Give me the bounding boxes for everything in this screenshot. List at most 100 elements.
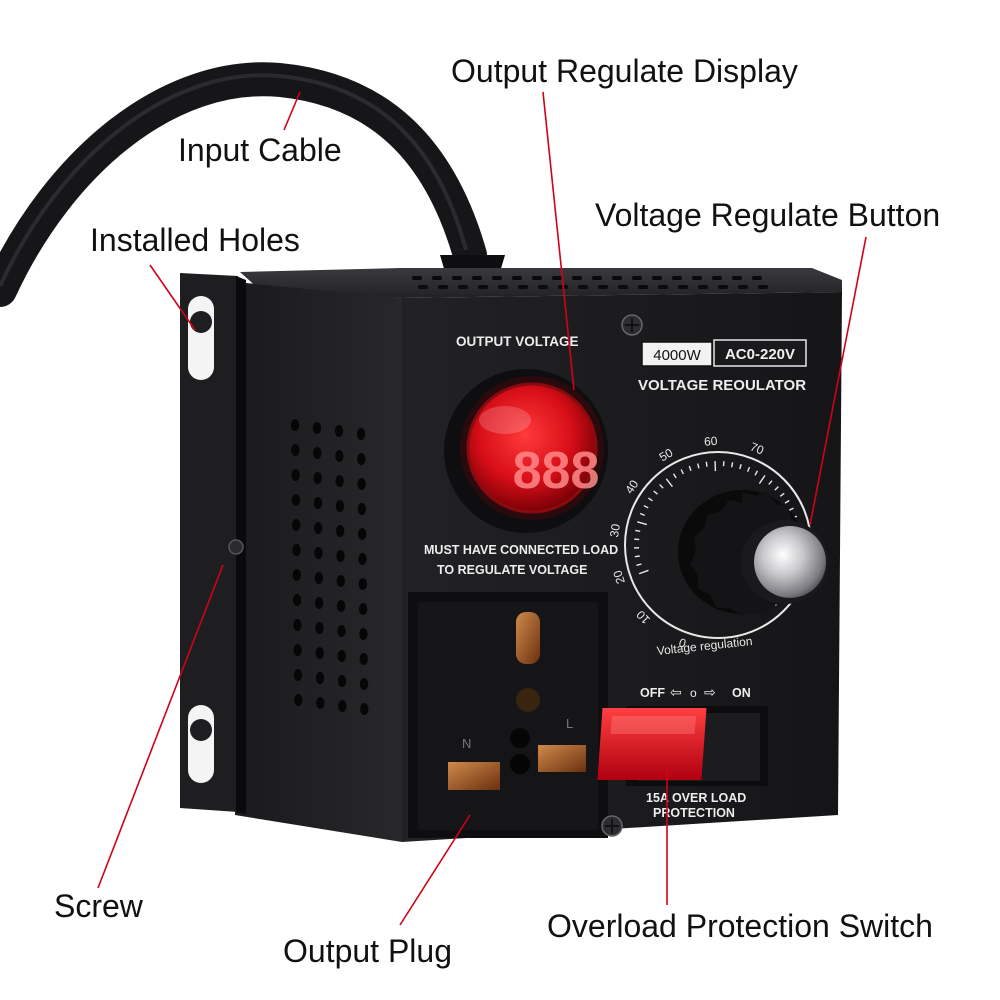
top-vent-slot <box>598 285 608 289</box>
rating-badge: 4000W AC0-220V <box>641 339 807 367</box>
top-vent-slot <box>672 276 682 280</box>
dial-tick <box>758 474 766 485</box>
knob-chrome-cap <box>754 526 826 598</box>
dial-number: 20 <box>610 568 628 585</box>
callout-output-regulate-display: Output Regulate Display <box>451 53 798 89</box>
vent-hole <box>359 628 368 640</box>
callout-output-plug: Output Plug <box>283 933 452 969</box>
protection-line-2: PROTECTION <box>653 806 735 820</box>
output-voltage-label: OUTPUT VOLTAGE <box>456 334 579 349</box>
live-pin-slot <box>538 745 586 772</box>
vent-hole <box>291 444 300 456</box>
top-vent-slot <box>692 276 702 280</box>
dial-tick <box>779 492 785 497</box>
center-dot-icon: o <box>690 686 697 700</box>
dial-tick <box>635 529 641 532</box>
dial-tick <box>665 478 673 488</box>
top-vent-slot <box>632 276 642 280</box>
vent-hole <box>358 528 367 540</box>
top-vent-slot <box>738 285 748 289</box>
dial-tick <box>739 464 742 470</box>
callout-installed-holes: Installed Holes <box>90 222 300 258</box>
dial-tick <box>643 504 649 509</box>
vent-hole <box>338 700 347 712</box>
vent-hole <box>314 572 323 584</box>
vent-hole <box>358 553 367 565</box>
top-ventilation-slots <box>412 276 768 289</box>
vent-hole <box>313 497 323 509</box>
dial-tick <box>638 569 649 575</box>
dial-tick <box>636 563 642 567</box>
top-vent-slot <box>478 285 488 289</box>
overload-protection-switch[interactable] <box>597 706 768 786</box>
vent-hole <box>314 547 323 559</box>
vent-hole <box>293 619 302 631</box>
vent-hole <box>357 478 366 490</box>
vent-hole <box>337 675 347 687</box>
top-vent-slot <box>758 285 768 289</box>
vent-hole <box>336 525 345 537</box>
power-rating-text: 4000W <box>653 347 701 364</box>
dial-tick <box>647 497 653 502</box>
switch-direction-label: OFF ⇦ o ⇨ ON <box>640 684 751 700</box>
output-voltage-display: 888 <box>444 369 608 533</box>
vent-hole <box>292 594 302 606</box>
vent-hole <box>357 503 367 515</box>
vent-hole <box>290 419 300 431</box>
vent-hole <box>336 550 345 562</box>
callout-overload-protection-switch: Overload Protection Switch <box>547 908 933 944</box>
vent-hole <box>335 500 345 512</box>
top-vent-slot <box>532 276 542 280</box>
dial-tick <box>639 512 646 517</box>
top-vent-slot <box>572 276 582 280</box>
dial-tick <box>659 484 664 489</box>
dial-tick <box>768 480 773 485</box>
vent-hole <box>293 669 303 681</box>
top-vent-slot <box>678 285 688 289</box>
dial-number: 70 <box>748 440 766 458</box>
display-digits: 888 <box>513 442 600 500</box>
dial-tick <box>705 461 708 467</box>
dial-number: 50 <box>657 445 676 464</box>
top-vent-slot <box>638 285 648 289</box>
dial-tick <box>680 469 684 475</box>
side-screw <box>228 539 244 555</box>
side-ventilation-holes <box>290 419 369 715</box>
dial-tick <box>637 521 648 526</box>
vent-hole <box>356 428 366 440</box>
housing-top <box>240 268 842 298</box>
voltage-regulate-knob[interactable] <box>678 490 829 616</box>
vent-hole <box>337 625 346 637</box>
vent-hole <box>358 603 368 615</box>
dial-tick <box>746 466 751 473</box>
vent-hole <box>291 469 300 481</box>
callout-input-cable: Input Cable <box>178 132 342 168</box>
cable-gland <box>440 255 505 272</box>
socket-neutral-label: N <box>462 736 471 751</box>
front-bottom-screw <box>601 815 623 837</box>
off-label: OFF <box>640 686 665 700</box>
dial-tick <box>774 486 779 491</box>
top-vent-slot <box>618 285 628 289</box>
neutral-pin-slot <box>448 762 500 790</box>
vent-hole <box>315 672 325 684</box>
top-vent-slot <box>612 276 622 280</box>
dial-tick <box>754 470 759 476</box>
arrow-left-icon: ⇦ <box>670 684 682 700</box>
vent-hole <box>293 644 302 656</box>
warning-line-1: MUST HAVE CONNECTED LOAD <box>424 543 618 557</box>
dial-tick <box>784 499 790 504</box>
top-vent-slot <box>498 285 508 289</box>
vent-hole <box>334 425 344 437</box>
top-vent-slot <box>752 276 762 280</box>
vent-hole <box>358 578 367 590</box>
housing-side <box>235 282 402 842</box>
callout-lines <box>97 91 867 926</box>
dial-number: 0 <box>677 635 688 651</box>
dial-number: 60 <box>704 434 719 449</box>
vent-hole <box>336 600 346 612</box>
mounting-bracket <box>180 273 238 812</box>
output-socket[interactable]: N L <box>408 592 608 838</box>
product-name-text: VOLTAGE REOULATOR <box>638 377 806 394</box>
